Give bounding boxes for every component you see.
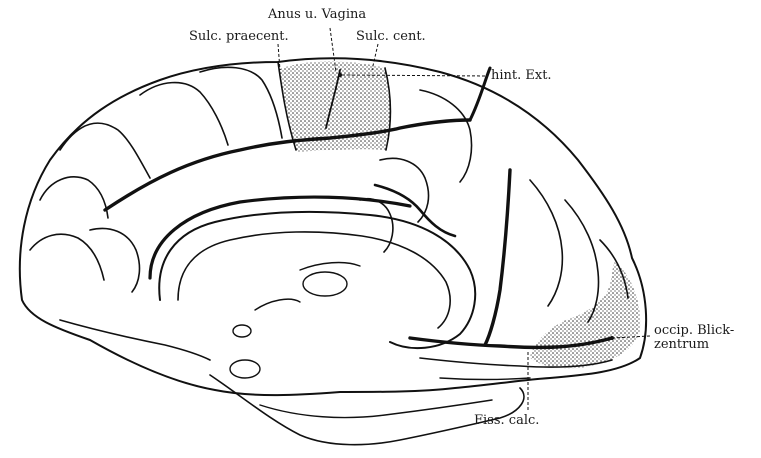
thalamus-mass — [303, 272, 347, 296]
gyrus-orbitalis-contour — [60, 320, 210, 360]
label-sulc-cent: Sulc. cent. — [356, 30, 426, 44]
gyrus-frontalis-contour-5 — [30, 234, 104, 280]
sulcus-subparietalis — [375, 185, 455, 236]
marker-occip-blickzentrum — [610, 336, 614, 340]
sulcus-parieto-occipitalis — [485, 170, 510, 345]
cuneus-contour-2 — [565, 200, 599, 322]
praecuneus-contour-1 — [420, 90, 472, 182]
marker-hint-ext — [338, 73, 342, 77]
cuneus-contour-1 — [530, 180, 562, 306]
gyrus-fusiformis-contour — [440, 378, 530, 380]
gyrus-frontalis-contour-2 — [140, 83, 228, 145]
praecuneus-contour-3 — [360, 199, 393, 252]
fornix — [255, 263, 360, 310]
label-fiss-calc: Fiss. calc. — [474, 414, 539, 428]
label-occip-blick: occip. Blick- — [654, 324, 734, 338]
gyrus-frontalis-contour-3 — [200, 67, 282, 138]
label-zentrum: zentrum — [654, 338, 709, 352]
mammillary-body — [230, 360, 260, 378]
corpus-callosum-inner — [178, 232, 450, 328]
label-hint-ext: hint. Ext. — [491, 69, 552, 83]
gyrus-frontalis-contour-4 — [40, 177, 108, 218]
cerebellum-contour — [260, 400, 492, 418]
label-anus-vagina: Anus u. Vagina — [268, 8, 366, 22]
label-sulc-praecent: Sulc. praecent. — [189, 30, 289, 44]
anterior-commissure — [233, 325, 251, 337]
